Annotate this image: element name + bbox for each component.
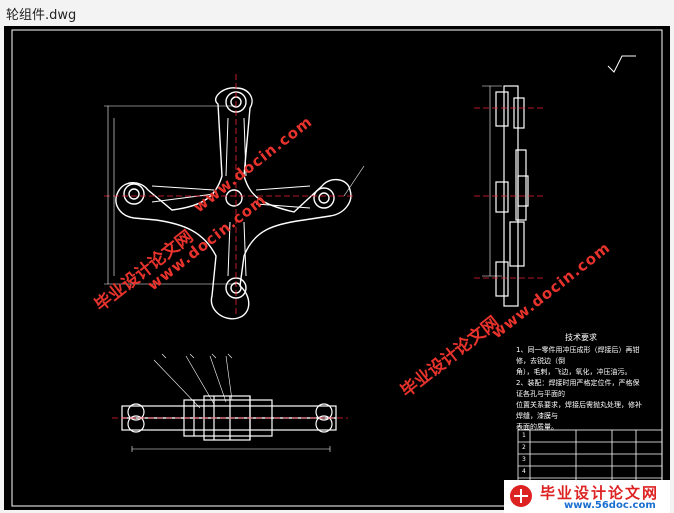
roughness-symbol (607, 55, 636, 73)
title-row-label: 3 (522, 456, 526, 463)
notes-line: 2、装配：焊接时用严格定位件，严格保证各孔与平面的 (516, 379, 640, 398)
site-logo-icon (510, 485, 532, 507)
bottom-section-view (121, 353, 337, 452)
window-titlebar: 轮组件.dwg (0, 0, 674, 24)
window-title: 轮组件.dwg (6, 8, 77, 23)
site-badge[interactable]: 毕业设计论文网 www.56doc.com (504, 480, 670, 513)
notes-line: 表面的质量。 (516, 423, 558, 431)
technical-notes: 技术要求 1、同一零件用冲压成形（焊接后）再钳修，去锐边（倒 角），毛刺，飞边，… (516, 332, 646, 433)
notes-line: 1、同一零件用冲压成形（焊接后）再钳修，去锐边（倒 (516, 346, 640, 365)
notes-line: 位置关系要求，焊接后需抛丸处理，修补焊缝，漆膜与 (516, 401, 642, 420)
title-row-label: 4 (522, 468, 526, 475)
badge-url: www.56doc.com (564, 500, 656, 511)
notes-line: 角），毛刺，飞边，氧化，冲压油污。 (516, 368, 632, 376)
badge-title: 毕业设计论文网 (540, 484, 660, 502)
title-row-label: 1 (522, 432, 526, 439)
cad-drawing (11, 29, 663, 507)
title-row-label: 2 (522, 444, 526, 451)
notes-heading: 技术要求 (565, 333, 597, 342)
cad-drawing-canvas[interactable]: www.docin.com www.docin.com www.docin.co… (4, 26, 670, 510)
